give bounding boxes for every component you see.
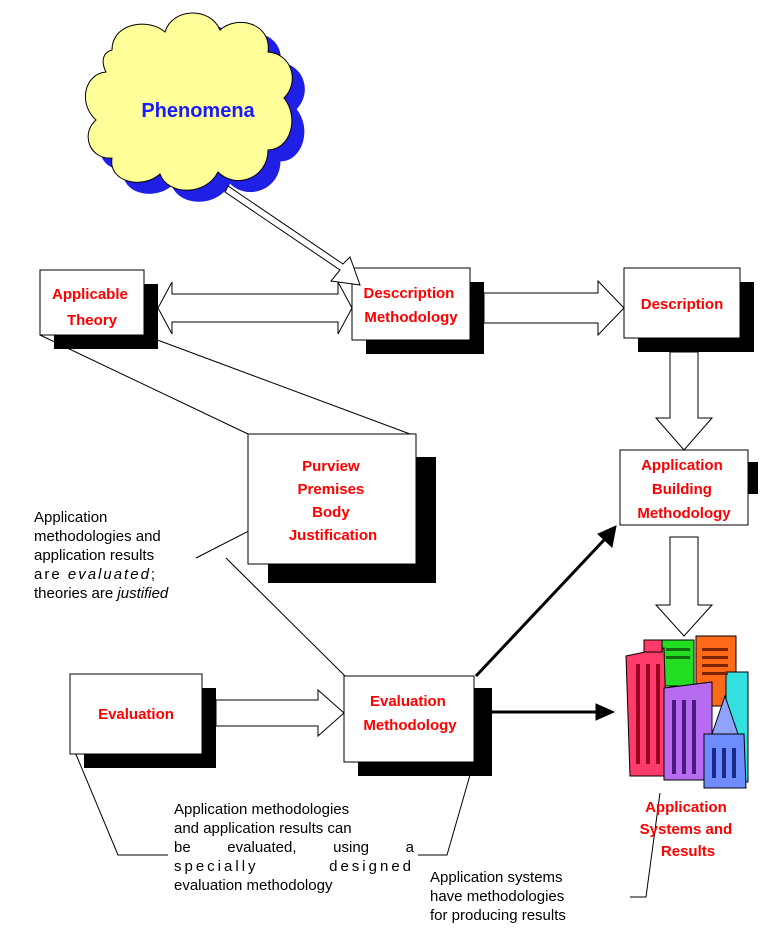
evaluation-box: Evaluation bbox=[69, 673, 216, 768]
purview-box: Purview Premises Body Justification bbox=[247, 433, 436, 583]
systems-note-line-1: Application systems bbox=[430, 869, 563, 886]
block-arrows bbox=[157, 185, 714, 738]
application-building-label-3: Methodology bbox=[637, 505, 731, 522]
application-building-frame bbox=[619, 449, 749, 526]
evaluated-theories-note: Application methodologies and applicatio… bbox=[34, 508, 194, 603]
evaluation-note-line-4: specially designed bbox=[174, 858, 414, 875]
theory-description-bidirectional-arrow bbox=[157, 281, 353, 335]
svg-text:Evaluation Methodology: Evaluation Methodology bbox=[363, 693, 457, 734]
evaluation-note-line-5: evaluation methodology bbox=[174, 877, 333, 894]
applicable-theory-frame bbox=[39, 269, 145, 336]
purview-label-1: Purview bbox=[302, 458, 360, 475]
evaluation-methodology-label-1: Evaluation bbox=[370, 693, 446, 710]
evaluation-methodology-note: Application methodologies and applicatio… bbox=[174, 800, 414, 895]
evaluated-note-theories: theories are bbox=[34, 585, 118, 602]
theory-purview-line-right bbox=[143, 334, 411, 435]
purview-label-4: Justification bbox=[289, 527, 377, 544]
evaluation-note-line-1: Application methodologies bbox=[174, 801, 350, 818]
description-methodology-frame bbox=[351, 267, 471, 341]
application-building-label-1: Application bbox=[641, 457, 723, 474]
note-to-evalmeth-line bbox=[225, 557, 347, 678]
description-frame bbox=[623, 267, 741, 339]
phenomena-to-description-arrow bbox=[224, 185, 361, 286]
city-buildings-icon bbox=[625, 635, 749, 789]
evaluation-label: Evaluation bbox=[98, 706, 174, 723]
theory-purview-line-left bbox=[39, 334, 249, 435]
evalmeth-to-building-arrow-head bbox=[597, 525, 617, 548]
application-systems-label-3: Results bbox=[661, 843, 715, 860]
description-box: Description bbox=[623, 267, 754, 352]
evaluation-methodology-label-2: Methodology bbox=[363, 717, 457, 734]
evaluation-frame bbox=[69, 673, 203, 755]
svg-text:Application Systems and: Application Systems and Results bbox=[640, 799, 737, 860]
application-building-label-2: Building bbox=[652, 481, 712, 498]
svg-text:Purview Premises B: Purview Premises Body Justification bbox=[289, 458, 377, 544]
building-windows bbox=[636, 648, 736, 778]
application-building-box: Application Building Methodology bbox=[619, 449, 758, 526]
description-to-building-arrow bbox=[654, 351, 714, 451]
evaluated-note-semicolon: ; bbox=[150, 566, 158, 583]
systems-methodologies-note: Application systems have methodologies f… bbox=[430, 868, 630, 925]
evaluated-note-line-1: Application bbox=[34, 509, 108, 526]
application-systems-label-2: Systems and bbox=[640, 821, 733, 838]
phenomena-cloud: Phenomena bbox=[85, 12, 305, 202]
evalmeth-note-callout bbox=[418, 774, 471, 856]
purview-label-2: Premises bbox=[298, 481, 365, 498]
evaluated-note-justified: justified bbox=[117, 585, 169, 602]
evaluation-note-line-2: and application results can bbox=[174, 820, 352, 837]
evaluated-note-line-5: theories are justified bbox=[34, 584, 194, 603]
description-methodology-box: Desccription Methodology bbox=[351, 267, 484, 354]
evaluated-note-line-2: methodologies and bbox=[34, 528, 161, 545]
evaluated-note-line-3: application results bbox=[34, 547, 155, 564]
evaluation-to-evalmeth-arrow bbox=[215, 688, 345, 738]
description-methodology-label-1: Desccription bbox=[363, 285, 454, 302]
applicable-theory-label-2: Theory bbox=[67, 312, 118, 329]
application-systems-label-1: Application bbox=[645, 799, 727, 816]
cloud-body bbox=[85, 12, 293, 191]
description-methodology-to-description-arrow bbox=[483, 279, 625, 337]
systems-note-line-2: have methodologies bbox=[430, 888, 565, 905]
svg-text:Description: Description bbox=[641, 296, 724, 313]
svg-text:Evaluation: Evaluation bbox=[98, 706, 174, 723]
evaluation-methodology-box: Evaluation Methodology bbox=[343, 675, 492, 776]
phenomena-label: Phenomena bbox=[141, 100, 255, 122]
evalmeth-to-systems-arrow-head bbox=[595, 703, 616, 721]
svg-text:Applicable Theory: Applicable Theory bbox=[52, 286, 132, 329]
evaluated-note-are: are bbox=[34, 566, 68, 583]
evalmeth-to-building-arrow-line bbox=[474, 538, 606, 678]
evaluated-note-line-4: are evaluated; bbox=[34, 565, 194, 584]
svg-text:Application Building: Application Building Methodology bbox=[637, 457, 731, 522]
building-blue-spire bbox=[711, 694, 739, 735]
applicable-theory-box: Applicable Theory bbox=[39, 269, 158, 349]
building-red-top bbox=[643, 639, 663, 653]
svg-text:Desccription Methodology: Desccription Methodology bbox=[363, 285, 458, 326]
applicable-theory-label-1: Applicable bbox=[52, 286, 128, 303]
evaluation-note-callout bbox=[69, 739, 168, 856]
systems-note-line-3: for producing results bbox=[430, 907, 566, 924]
evaluation-note-line-3: be evaluated, using a bbox=[174, 839, 414, 856]
purview-frame bbox=[247, 433, 417, 565]
description-methodology-label-2: Methodology bbox=[364, 309, 458, 326]
evaluated-note-evaluated: evaluated bbox=[67, 566, 151, 583]
solid-arrows bbox=[474, 525, 617, 721]
evaluation-methodology-frame bbox=[343, 675, 475, 763]
systems-note-callout bbox=[630, 792, 661, 898]
purview-label-3: Body bbox=[312, 504, 350, 521]
description-label: Description bbox=[641, 296, 724, 313]
building-to-systems-arrow bbox=[654, 536, 714, 637]
building-green bbox=[659, 639, 695, 687]
